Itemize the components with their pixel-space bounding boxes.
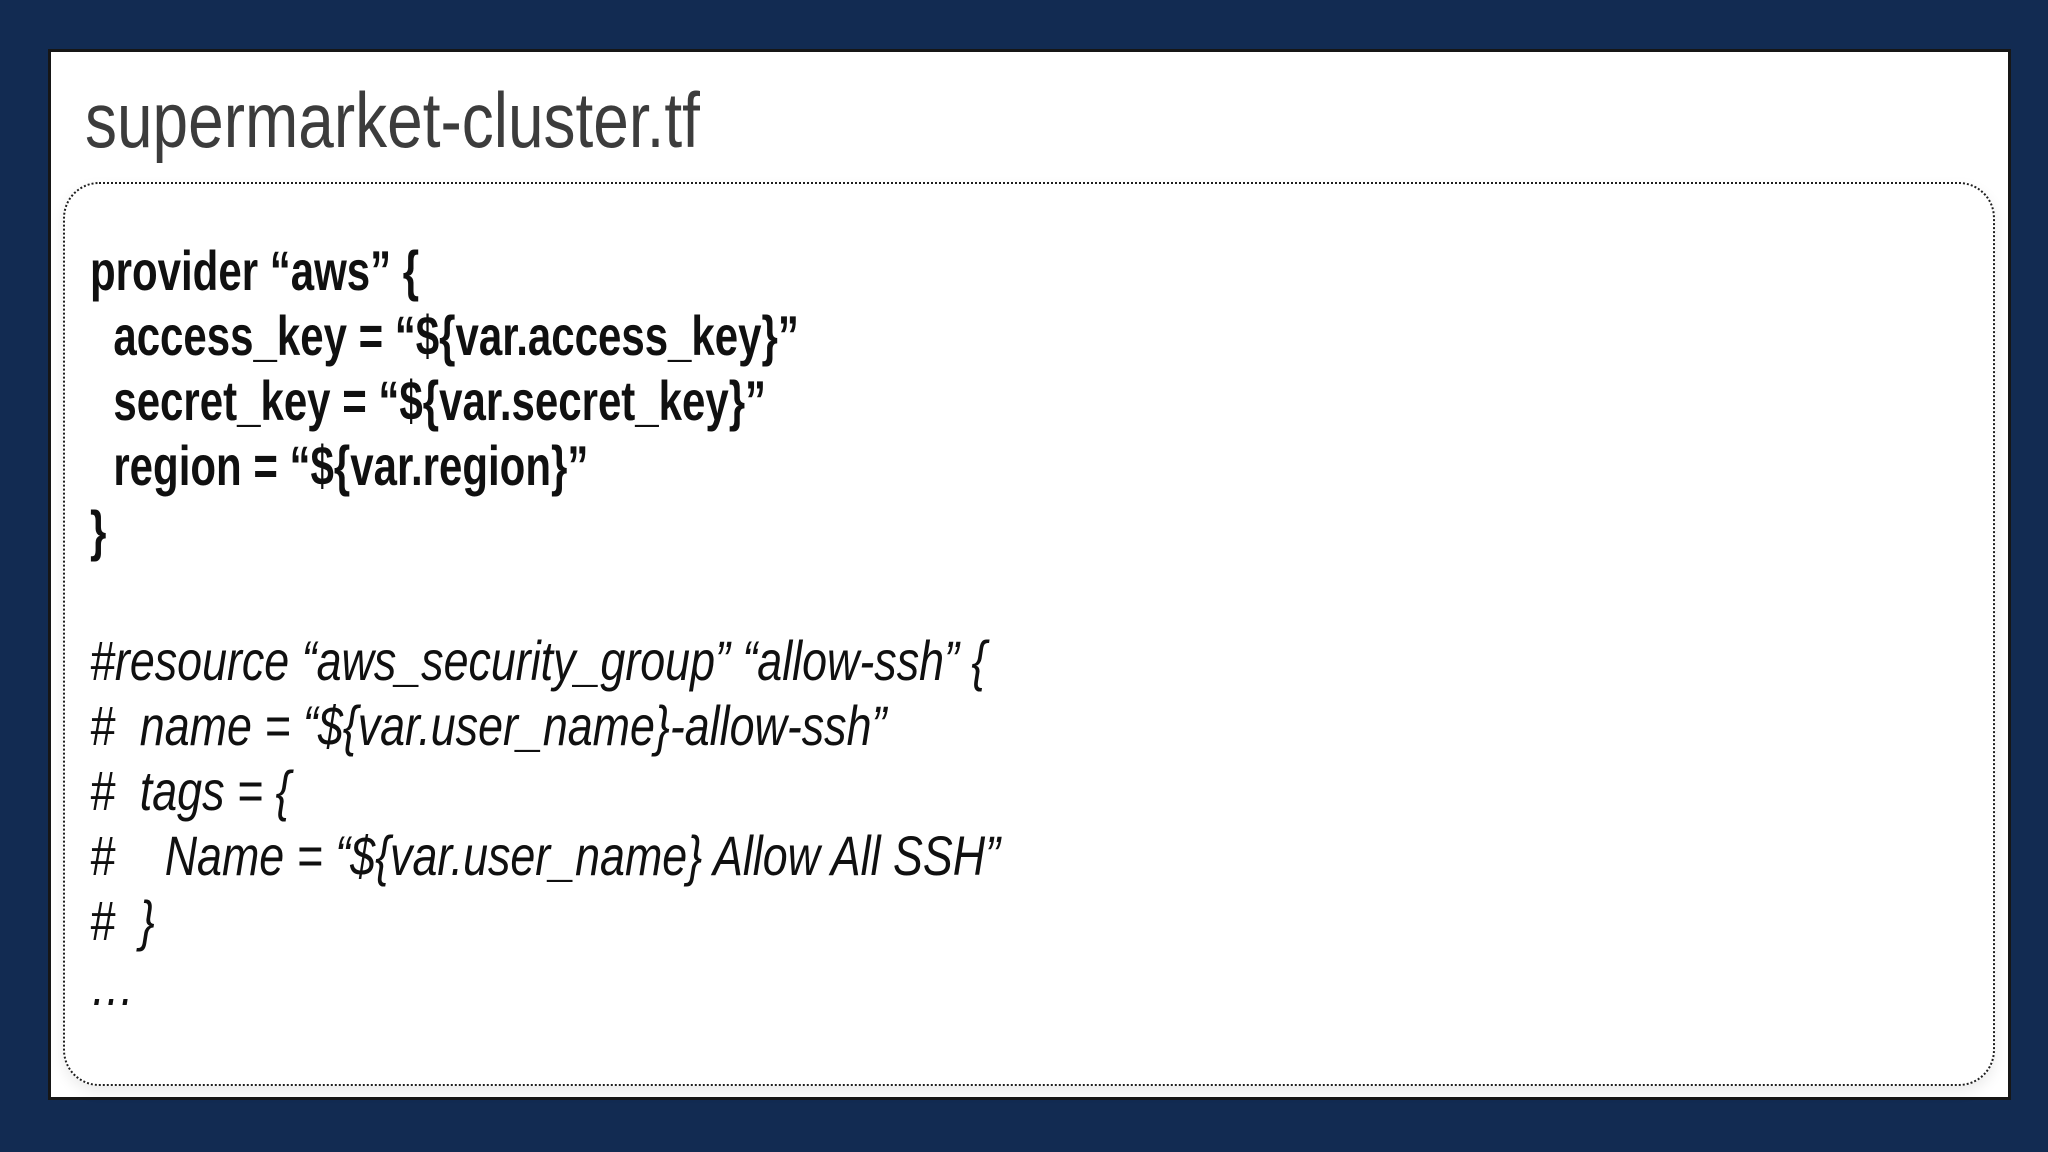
- code-line-text: }: [90, 499, 107, 562]
- commented-code-block: #resource “aws_security_group” “allow-ss…: [90, 628, 1963, 1018]
- code-line-ellipsis: …: [90, 953, 1963, 1018]
- code-line: # tags = {: [90, 758, 1963, 823]
- code-line: region = “${var.region}”: [90, 433, 1963, 498]
- code-line-text: region = “${var.region}”: [90, 434, 589, 497]
- slide: supermarket-cluster.tf provider “aws” { …: [48, 49, 2011, 1100]
- code-line: provider “aws” {: [90, 238, 1963, 303]
- code-line: secret_key = “${var.secret_key}”: [90, 368, 1963, 433]
- code-line-text: # }: [90, 889, 155, 952]
- code-line: access_key = “${var.access_key}”: [90, 303, 1963, 368]
- code-line-text: #resource “aws_security_group” “allow-ss…: [90, 629, 987, 692]
- code-line: #resource “aws_security_group” “allow-ss…: [90, 628, 1963, 693]
- code-line: # name = “${var.user_name}-allow-ssh”: [90, 693, 1963, 758]
- ellipsis-text: …: [90, 954, 135, 1017]
- code-line-text: # name = “${var.user_name}-allow-ssh”: [90, 694, 887, 757]
- code-line: # }: [90, 888, 1963, 953]
- slide-title: supermarket-cluster.tf: [85, 78, 835, 162]
- code-line-text: # tags = {: [90, 759, 291, 822]
- code-panel: provider “aws” { access_key = “${var.acc…: [63, 182, 1995, 1086]
- code-line: # Name = “${var.user_name} Allow All SSH…: [90, 823, 1963, 888]
- code-line: }: [90, 498, 1963, 563]
- provider-code-block: provider “aws” { access_key = “${var.acc…: [90, 238, 1963, 563]
- code-line-text: # Name = “${var.user_name} Allow All SSH…: [90, 824, 1001, 887]
- code-line-text: access_key = “${var.access_key}”: [90, 304, 799, 367]
- code-line-text: provider “aws” {: [90, 239, 420, 302]
- slide-title-text: supermarket-cluster.tf: [85, 76, 700, 164]
- code-line-text: secret_key = “${var.secret_key}”: [90, 369, 767, 432]
